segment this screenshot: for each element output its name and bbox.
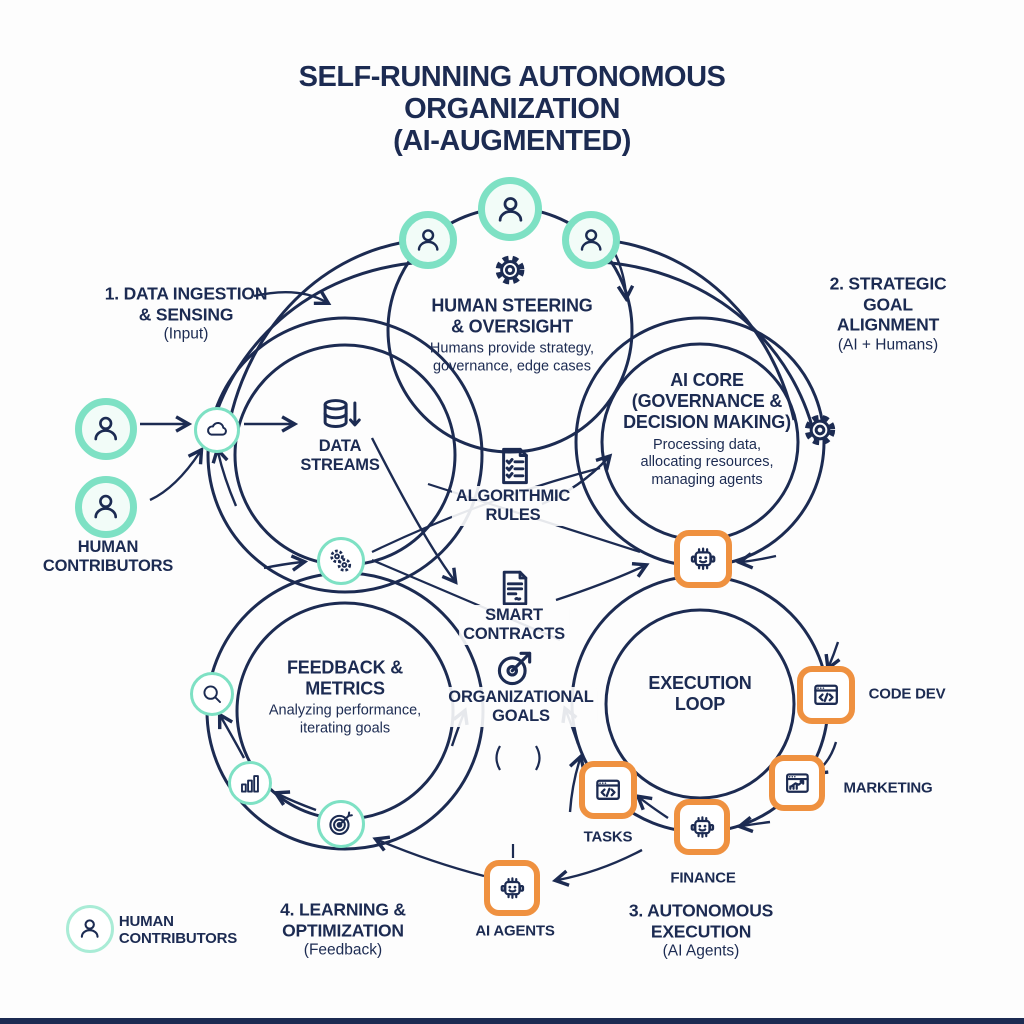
gear-icon [495,255,525,285]
human-steering-title: HUMAN STEERING & OVERSIGHT [431,295,593,337]
code-window-icon [814,684,838,705]
person-icon [580,229,602,251]
code-dev-node [797,666,855,724]
metrics-node [228,761,272,805]
steering-gear [491,251,529,289]
label-smart-contracts: SMART CONTRACTS [459,605,569,645]
step2-sub: (AI + Humans) [837,336,939,354]
cloud-icon [207,422,227,436]
alignment-gear [800,410,840,450]
person-icon [417,229,439,251]
person-icon [94,417,118,441]
goal-node [317,800,365,848]
finance-node [674,799,730,855]
algorithmic-rules-glyph [494,444,536,488]
smart-contracts-glyph [495,567,535,609]
data-streams-glyph [316,396,364,438]
cloud-node [194,407,240,453]
robot-chip-icon [690,547,716,570]
label-execution-loop: EXECUTION LOOP [648,672,752,714]
person-icon [498,196,522,222]
legend-label: HUMAN CONTRIBUTORS [118,913,238,947]
database-icon [323,399,361,428]
feedback-metrics-desc: Analyzing performance, iterating goals [268,703,422,737]
analysis-node [190,672,234,716]
node-feedback-metrics: FEEDBACK & METRICS Analyzing performance… [269,658,421,739]
gears-icon [330,549,352,573]
label-finance: FINANCE [670,869,736,887]
dartboard-icon [329,811,354,836]
processing-node [317,537,365,585]
step4-title: 4. LEARNING & OPTIMIZATION [280,899,406,941]
steering-avatar-right [562,211,620,269]
ai-core-agent-node [674,530,732,588]
tasks-node [579,761,637,819]
magnifier-icon [203,685,221,703]
person-icon [81,919,99,939]
marketing-node [769,755,825,811]
label-code-dev: CODE DEV [868,685,946,703]
bar-chart-icon [240,774,259,793]
label-step2: 2. STRATEGIC GOAL ALIGNMENT (AI + Humans… [820,273,956,354]
target-arrow-icon [497,651,532,686]
node-human-steering: HUMAN STEERING & OVERSIGHT Humans provid… [430,296,594,377]
gear-icon [804,414,836,446]
label-algorithmic-rules: ALGORITHMIC RULES [451,486,575,526]
contributor-avatar-1 [75,398,137,460]
label-marketing: MARKETING [843,779,933,797]
step4-sub: (Feedback) [303,941,383,959]
ai-core-title: AI CORE (GOVERNANCE & DECISION MAKING) [623,370,791,433]
robot-chip-icon [500,876,524,899]
ai-agents-node [484,860,540,916]
chart-window-icon [785,772,809,793]
feedback-metrics-title: FEEDBACK & METRICS [286,657,404,699]
checklist-icon [502,447,528,485]
step3-title: 3. AUTONOMOUS EXECUTION [628,900,774,942]
bottom-bar [0,1018,1024,1024]
step3-sub: (AI Agents) [662,942,740,960]
label-data-streams: DATA STREAMS [300,437,380,474]
label-step3: 3. AUTONOMOUS EXECUTION (AI Agents) [629,901,773,962]
ai-core-desc: Processing data, allocating resources, m… [640,436,774,489]
org-goals-glyph [493,646,537,690]
node-ai-core: AI CORE (GOVERNANCE & DECISION MAKING) P… [623,370,791,490]
contributor-avatar-2 [75,476,137,538]
document-icon [502,570,528,606]
step1-title: 1. DATA INGESTION & SENSING [104,283,268,325]
robot-chip-icon [690,815,714,838]
legend-avatar [66,905,114,953]
label-organizational-goals: ORGANIZATIONAL GOALS [444,687,598,727]
label-tasks: TASKS [583,828,633,846]
human-steering-desc: Humans provide strategy, governance, edg… [429,341,595,375]
steering-avatar-left [399,211,457,269]
steering-avatar-center [478,177,542,241]
label-ai-agents: AI AGENTS [475,922,555,940]
label-step4: 4. LEARNING & OPTIMIZATION (Feedback) [280,900,406,961]
person-icon [94,495,118,519]
step2-title: 2. STRATEGIC GOAL ALIGNMENT [829,273,947,335]
page-title: SELF-RUNNING AUTONOMOUS ORGANIZATION (AI… [298,61,726,157]
label-human-contributors: HUMAN CONTRIBUTORS [42,538,174,575]
label-step1: 1. DATA INGESTION & SENSING (Input) [105,284,268,345]
code-window-icon [596,779,620,800]
step1-sub: (Input) [163,325,209,343]
